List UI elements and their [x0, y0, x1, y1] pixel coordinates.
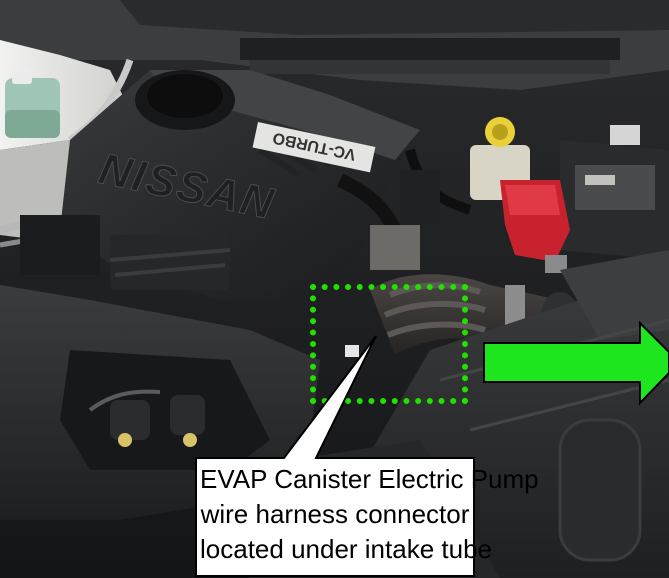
callout-line-2: wire harness connector: [200, 499, 470, 529]
direction-arrow: [483, 320, 669, 406]
callout-line-3: located under intake tube: [200, 534, 492, 564]
callout-text: EVAP Canister Electric Pump wire harness…: [200, 462, 539, 574]
callout-line-1: EVAP Canister Electric Pump: [200, 464, 539, 494]
connector-highlight-box: [310, 284, 468, 404]
